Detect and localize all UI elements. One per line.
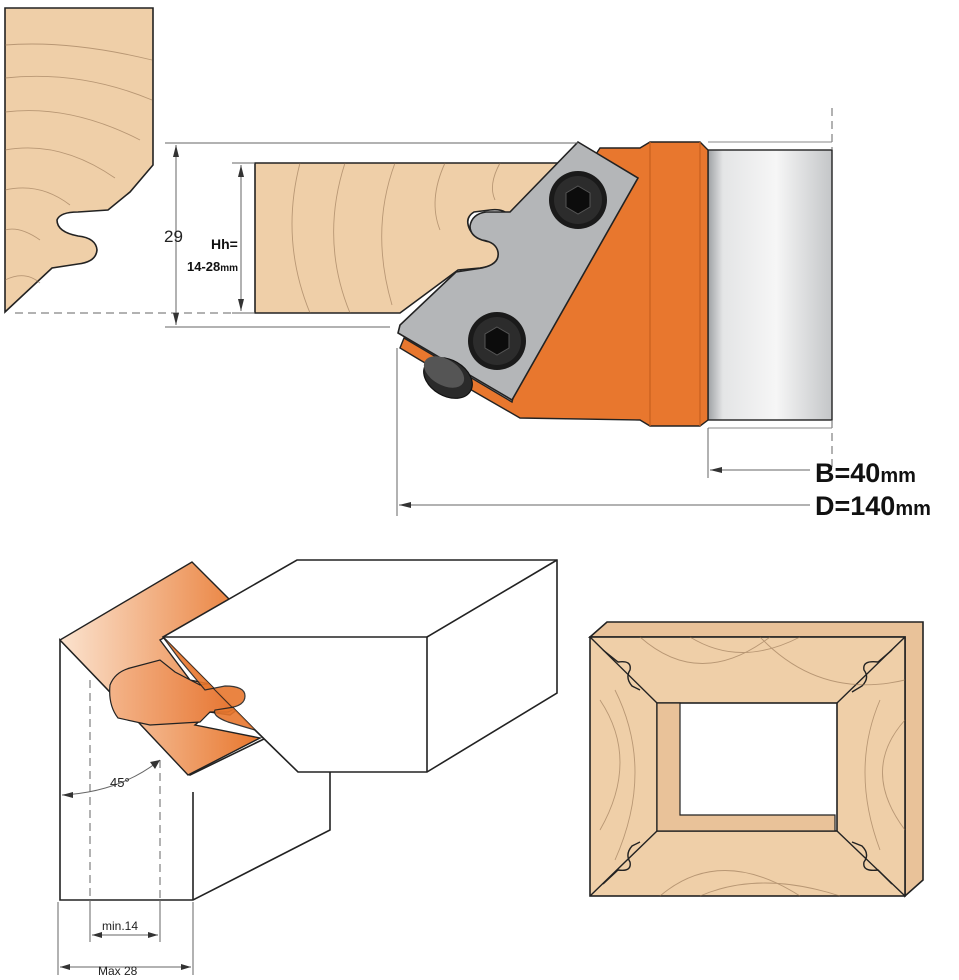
screw-upper-icon bbox=[549, 171, 607, 229]
hh-range-label: 14-28mm bbox=[187, 259, 238, 274]
thickness-label: 29 bbox=[164, 227, 183, 246]
dimension-lines bbox=[15, 142, 810, 516]
d-dimension-label: D=140mm bbox=[815, 491, 931, 521]
bearing-icon bbox=[423, 356, 473, 399]
hh-label: Hh= bbox=[211, 236, 238, 252]
angle-label: 45° bbox=[110, 775, 130, 790]
max-width-label: Max 28 bbox=[98, 964, 138, 978]
arbor-bore bbox=[707, 149, 833, 421]
min-width-label: min.14 bbox=[102, 919, 138, 933]
width-dimensions bbox=[57, 900, 194, 975]
profiled-board bbox=[4, 7, 154, 314]
b-dimension-label: B=40mm bbox=[815, 458, 916, 488]
screw-lower-icon bbox=[468, 312, 526, 370]
joint-3d-view bbox=[58, 559, 558, 901]
frame-opening bbox=[656, 702, 838, 832]
assembled-frame bbox=[587, 621, 924, 898]
router-bit bbox=[397, 108, 833, 470]
